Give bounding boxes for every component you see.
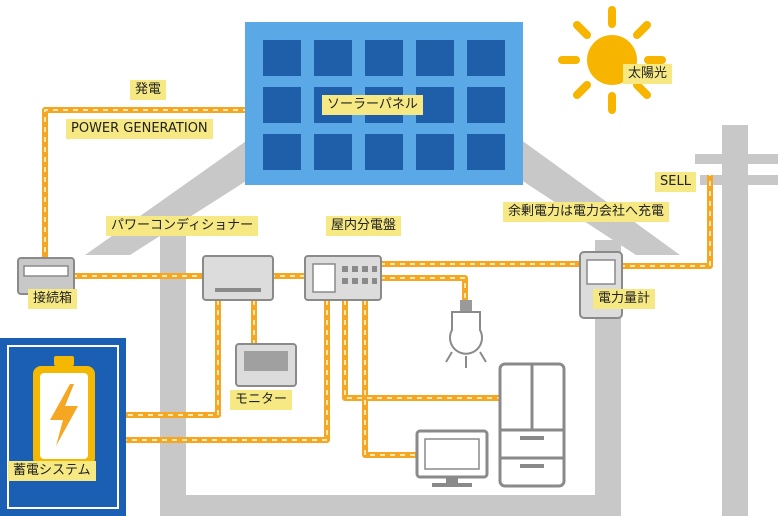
power-conditioner-icon xyxy=(202,255,274,301)
sell-label: SELL xyxy=(655,172,696,192)
battery-icon xyxy=(0,338,126,516)
wiring xyxy=(42,107,713,458)
bulb-icon xyxy=(445,300,487,368)
storage-system-label: 蓄電システム xyxy=(8,461,96,481)
tv-icon xyxy=(415,429,489,487)
fridge-icon xyxy=(498,362,566,488)
distribution-board-label: 屋内分電盤 xyxy=(326,216,402,236)
monitor-icon xyxy=(235,343,297,387)
sell-description: 余剰電力は電力会社へ充電 xyxy=(503,202,670,222)
distribution-board-icon xyxy=(304,255,382,301)
junction-box-label: 接続箱 xyxy=(28,289,78,309)
power-generation-label-en: POWER GENERATION xyxy=(66,119,213,139)
power-generation-label-jp: 発電 xyxy=(130,80,167,100)
utility-pole-icon xyxy=(695,125,778,516)
power-conditioner-label: パワーコンディショナー xyxy=(106,216,259,236)
lightning-icon xyxy=(50,384,78,446)
monitor-label: モニター xyxy=(230,390,293,410)
solar-panel-label: ソーラーパネル xyxy=(322,95,423,115)
sun-icon xyxy=(558,6,666,114)
meter-label: 電力量計 xyxy=(593,289,656,309)
sunlight-label: 太陽光 xyxy=(623,64,673,84)
solar-panel-icon xyxy=(245,22,523,185)
